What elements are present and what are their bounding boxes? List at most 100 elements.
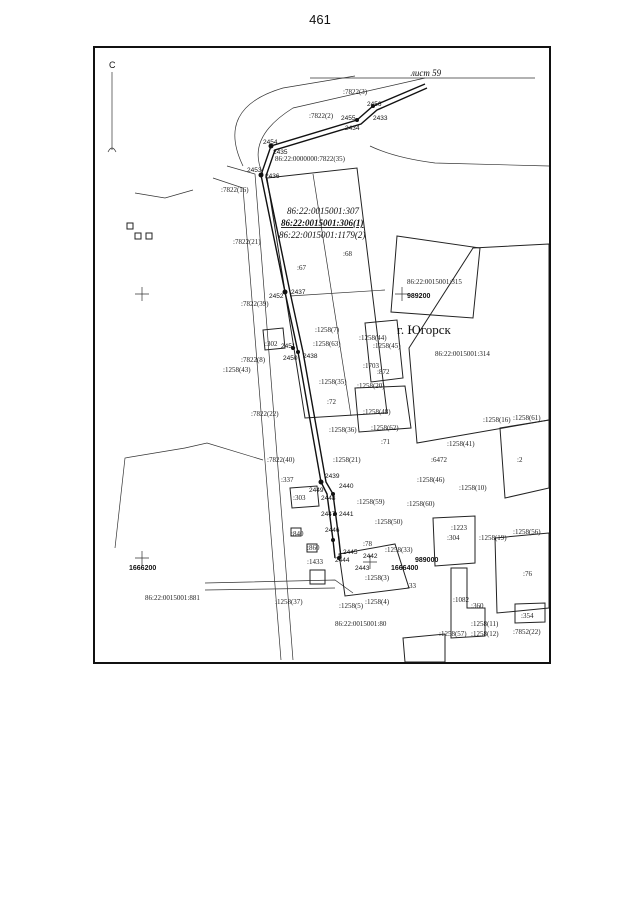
parcel-7852-22: :7852(22) xyxy=(513,628,541,636)
cadastral-315: 86:22:0015001:315 xyxy=(407,278,462,286)
parcel-2-label: :2 xyxy=(517,456,523,464)
parcel-1258-3: :1258(3) xyxy=(365,574,390,582)
point-2435: 2435 xyxy=(273,149,288,156)
north-label: С xyxy=(109,60,116,70)
parcel-314 xyxy=(408,243,549,444)
road-edge-10 xyxy=(369,145,549,167)
point-2456: 2456 xyxy=(367,101,382,108)
point-2442: 2442 xyxy=(363,553,378,560)
building-840 xyxy=(290,527,302,537)
cadastral-7822-35: 86:22:0000000:7822(35) xyxy=(275,155,346,163)
parcel-7822-8: :7822(8) xyxy=(241,356,266,364)
parcel-33-label: :33 xyxy=(407,582,416,590)
parcel-33 xyxy=(338,543,410,597)
parcel-1258-41: :1258(41) xyxy=(447,440,475,448)
parcel-72: :72 xyxy=(327,398,336,406)
point-2452: 2452 xyxy=(269,293,284,300)
parcel-1223: :1223 xyxy=(451,524,467,532)
route-vertices xyxy=(258,104,375,560)
building-1 xyxy=(126,222,134,230)
road-edge-2 xyxy=(257,77,426,175)
cadastral-306: 86:22:0015001:306(1) xyxy=(281,218,364,228)
parcel-1258-63: :1258(63) xyxy=(313,340,341,348)
grid-cross-4 xyxy=(363,555,377,569)
parcel-1258-57: :1258(57) xyxy=(439,630,467,638)
building-2 xyxy=(134,232,142,240)
cadastral-map: С лист 59 8 xyxy=(107,60,549,662)
cadastral-1179: 86:22:0015001:1179(2) xyxy=(279,230,365,240)
grid-cross-2 xyxy=(395,287,409,301)
parcel-7822-39: :7822(39) xyxy=(241,300,269,308)
parcel-1258-59: :1258(59) xyxy=(357,498,385,506)
parcel-1258-16: :1258(16) xyxy=(483,416,511,424)
parcel-304 xyxy=(432,515,476,567)
building-3 xyxy=(145,232,153,240)
parcel-71-label: :71 xyxy=(381,438,390,446)
parcel-354 xyxy=(514,602,546,624)
parcel-71 xyxy=(354,385,412,433)
parcel-1258-44-label: :1258(44) xyxy=(359,334,387,342)
page-number: 461 xyxy=(309,12,331,27)
cadastral-314: 86:22:0015001:314 xyxy=(435,350,490,358)
parcel-1258-35: :1258(35) xyxy=(319,378,347,386)
parcel-1258-21: :1258(21) xyxy=(333,456,361,464)
road-edge-7 xyxy=(134,189,194,199)
point-2441: 2441 xyxy=(339,511,354,518)
coord-x1: 989200 xyxy=(407,293,430,300)
parcel-divider xyxy=(312,173,352,417)
route-line-b xyxy=(265,87,428,559)
road-edge-5 xyxy=(184,442,264,461)
parcel-315 xyxy=(390,235,481,319)
map-frame: С лист 59 8 xyxy=(93,46,551,664)
parcel-1258-10: :1258(10) xyxy=(459,484,487,492)
parcel-354-label: :354 xyxy=(521,612,534,620)
parcel-860-label: :860 xyxy=(307,544,320,552)
parcel-303-label: :303 xyxy=(293,494,306,502)
point-2446: 2446 xyxy=(325,527,340,534)
point-2449: 2449 xyxy=(309,487,324,494)
north-arrow-tip-icon xyxy=(107,147,117,153)
grid-cross-3 xyxy=(135,551,149,565)
parcel-76-label: :76 xyxy=(523,570,532,578)
point-2439: 2439 xyxy=(325,473,340,480)
parcel-1258-45: :1258(45) xyxy=(373,342,401,350)
parcel-1082-label: :1082 xyxy=(453,596,469,604)
sheet-ref: лист 59 xyxy=(410,68,442,78)
point-2433: 2433 xyxy=(373,115,388,122)
parcel-divider-2 xyxy=(289,289,386,297)
parcel-6472: :6472 xyxy=(431,456,447,464)
parcel-2 xyxy=(499,419,549,499)
grid-cross-1 xyxy=(135,287,149,301)
parcel-1258-44 xyxy=(364,319,404,383)
parcel-1258-20: :1258(20) xyxy=(357,382,385,390)
parcel-1258-33: :1258(33) xyxy=(385,546,413,554)
parcel-1258-5: :1258(5) xyxy=(339,602,364,610)
coord-x2: 989000 xyxy=(415,557,438,564)
parcel-840-label: :840 xyxy=(291,530,304,538)
point-2447: 2447 xyxy=(321,511,336,518)
road-edge-4 xyxy=(226,165,294,661)
parcel-7822-40: :7822(40) xyxy=(267,456,295,464)
road-edge-1 xyxy=(234,75,356,167)
parcel-1258-12: :1258(12) xyxy=(471,630,499,638)
parcel-1703: :1703 xyxy=(363,362,379,370)
parcel-1082 xyxy=(450,567,486,639)
parcel-303 xyxy=(289,485,320,509)
parcel-360: :360 xyxy=(471,602,484,610)
coord-y2: 1666400 xyxy=(391,565,418,572)
point-2448: 2448 xyxy=(321,495,336,502)
point-2438: 2438 xyxy=(303,353,318,360)
coord-y1: 1666200 xyxy=(129,565,156,572)
building-860 xyxy=(306,543,318,553)
cadastral-80: 86:22:0015001:80 xyxy=(335,620,387,628)
point-2453: 2453 xyxy=(247,167,262,174)
road-edge-3 xyxy=(212,177,282,661)
parcel-78: :78 xyxy=(363,540,372,548)
parcel-872: :872 xyxy=(377,368,390,376)
parcel-304-label: :304 xyxy=(447,534,460,542)
parcel-76 xyxy=(494,532,549,614)
parcel-1258-50: :1258(50) xyxy=(375,518,403,526)
point-2440: 2440 xyxy=(339,483,354,490)
parcel-1258-4: :1258(4) xyxy=(365,598,390,606)
parcel-1258-46: :1258(46) xyxy=(417,476,445,484)
